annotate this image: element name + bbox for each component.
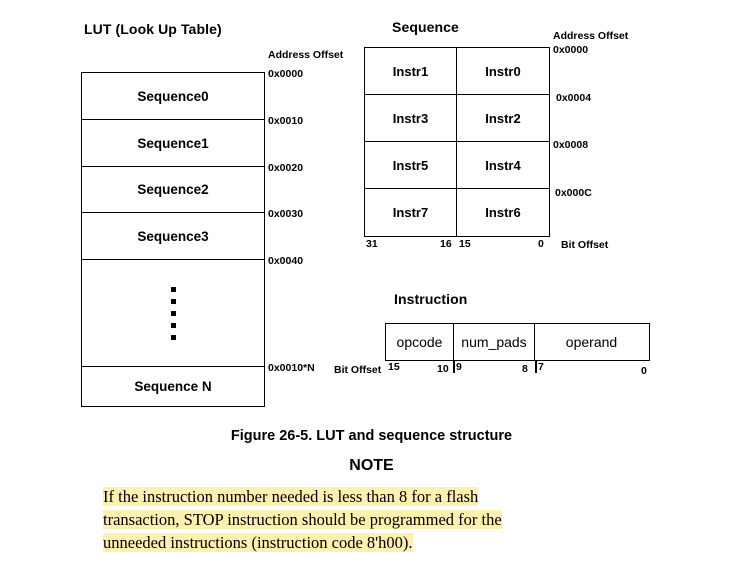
sequence-cell: Instr6 bbox=[485, 205, 521, 220]
note-body: If the instruction number needed is less… bbox=[103, 485, 623, 554]
sequence-offset-value: 0x0000 bbox=[553, 44, 589, 56]
sequence-row: Instr7 Instr6 bbox=[365, 189, 549, 236]
lut-address-offset-header: Address Offset bbox=[268, 49, 344, 61]
lut-row-label: Sequence0 bbox=[137, 88, 209, 104]
sequence-cell: Instr2 bbox=[485, 110, 521, 126]
sequence-row: Instr1 Instr0 bbox=[365, 48, 549, 95]
sequence-offset-value: 0x0004 bbox=[556, 92, 592, 104]
lut-row: Sequence2 bbox=[82, 167, 264, 213]
sequence-bit-msb: 31 bbox=[366, 238, 378, 250]
ellipsis-dot-icon bbox=[170, 322, 176, 328]
lut-offset-value: 0x0030 bbox=[268, 208, 304, 220]
sequence-bit-mid-low: 15 bbox=[459, 238, 471, 250]
lut-table: Sequence0 Sequence1 Sequence2 Sequence3 … bbox=[81, 72, 265, 407]
lut-row: Sequence N bbox=[82, 367, 264, 406]
instruction-divider-tick bbox=[453, 361, 455, 373]
sequence-title: Sequence bbox=[392, 19, 459, 35]
note-line: transaction, STOP instruction should be … bbox=[103, 510, 502, 529]
sequence-bit-offset-header: Bit Offset bbox=[561, 239, 609, 251]
lut-row-label: Sequence3 bbox=[137, 228, 209, 244]
sequence-cell: Instr3 bbox=[365, 95, 457, 141]
ellipsis-dot-icon bbox=[170, 334, 176, 340]
lut-offset-value: 0x0010 bbox=[268, 115, 304, 127]
sequence-row: Instr3 Instr2 bbox=[365, 95, 549, 142]
lut-row: Sequence1 bbox=[82, 120, 264, 167]
instruction-bit-offset-header: Bit Offset bbox=[334, 364, 382, 376]
lut-row-label: Sequence N bbox=[134, 379, 212, 394]
note-line: unneeded instructions (instruction code … bbox=[103, 533, 413, 552]
figure-caption: Figure 26-5. LUT and sequence structure bbox=[230, 428, 513, 444]
sequence-row: Instr5 Instr4 bbox=[365, 142, 549, 189]
instruction-title: Instruction bbox=[394, 291, 468, 307]
lut-offset-value: 0x0010*N bbox=[268, 362, 315, 374]
sequence-cell: Instr5 bbox=[365, 142, 457, 188]
instruction-table: opcode num_pads operand bbox=[385, 323, 650, 361]
instruction-divider-tick bbox=[535, 361, 537, 373]
instruction-bit-num-pads-msb: 9 bbox=[456, 361, 462, 373]
lut-row-label: Sequence1 bbox=[137, 135, 209, 151]
instruction-bit-operand-lsb: 0 bbox=[641, 365, 647, 377]
sequence-cell: Instr4 bbox=[485, 157, 521, 173]
sequence-bit-lsb: 0 bbox=[538, 238, 544, 250]
lut-row: Sequence0 bbox=[82, 73, 264, 120]
instruction-field-num-pads: num_pads bbox=[454, 324, 535, 360]
instruction-bit-opcode-msb: 15 bbox=[388, 361, 400, 373]
lut-row-label: Sequence2 bbox=[137, 182, 209, 197]
lut-row-ellipsis bbox=[82, 260, 264, 367]
instruction-bit-opcode-lsb: 10 bbox=[437, 363, 449, 375]
instruction-bit-operand-msb: 7 bbox=[538, 361, 544, 373]
ellipsis-dot-icon bbox=[170, 298, 176, 304]
sequence-address-offset-header: Address Offset bbox=[553, 30, 629, 42]
instruction-bit-num-pads-lsb: 8 bbox=[522, 363, 528, 375]
sequence-offset-value: 0x0008 bbox=[553, 139, 589, 151]
sequence-bit-mid-high: 16 bbox=[440, 238, 452, 250]
lut-offset-value: 0x0020 bbox=[268, 162, 304, 174]
sequence-offset-value: 0x000C bbox=[555, 187, 592, 199]
sequence-cell: Instr0 bbox=[485, 63, 521, 79]
ellipsis-dot-icon bbox=[170, 286, 176, 292]
lut-title: LUT (Look Up Table) bbox=[84, 21, 222, 37]
sequence-table: Instr1 Instr0 Instr3 Instr2 Instr5 Instr… bbox=[364, 47, 550, 237]
instruction-field-opcode: opcode bbox=[386, 324, 454, 360]
lut-offset-value: 0x0040 bbox=[268, 255, 304, 267]
note-heading: NOTE bbox=[349, 457, 394, 474]
note-line: If the instruction number needed is less… bbox=[103, 487, 479, 506]
lut-row: Sequence3 bbox=[82, 213, 264, 260]
lut-offset-value: 0x0000 bbox=[268, 68, 304, 80]
sequence-cell: Instr1 bbox=[365, 48, 457, 94]
ellipsis-dot-icon bbox=[170, 310, 176, 316]
sequence-cell: Instr7 bbox=[365, 189, 457, 236]
instruction-field-operand: operand bbox=[565, 334, 618, 350]
